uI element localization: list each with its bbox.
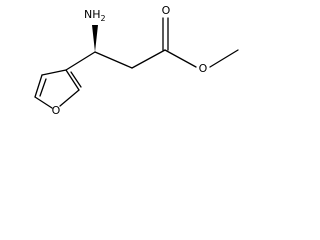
bond-stereocenter-ch2 xyxy=(94,51,133,69)
wedge-bond-amine xyxy=(92,25,98,52)
furan-ring xyxy=(34,69,82,109)
furan-oxygen-label: O xyxy=(52,104,61,117)
bond-c3-c2 xyxy=(65,69,80,91)
bond-c5-o1 xyxy=(34,96,53,109)
structure-diagram: NH2 O O O xyxy=(34,4,239,117)
atom-labels: NH2 O O O xyxy=(52,4,208,117)
bond-c4-c5-double xyxy=(39,78,47,97)
carbonyl-oxygen-label: O xyxy=(162,4,171,17)
bond-o1-c2 xyxy=(59,89,80,107)
amine-label: NH2 xyxy=(84,8,106,23)
bond-c4-c5 xyxy=(34,74,43,98)
bond-carbonyl-ester-o xyxy=(164,49,197,68)
bond-furan-stereocenter xyxy=(65,51,96,71)
ester-oxygen-label: O xyxy=(199,62,208,75)
bond-c2-c3-double xyxy=(70,71,82,88)
bond-ch2-carbonyl xyxy=(131,49,166,69)
side-chain xyxy=(65,17,239,71)
bond-ester-o-methyl xyxy=(209,49,239,68)
bond-c3-c4 xyxy=(41,69,67,76)
